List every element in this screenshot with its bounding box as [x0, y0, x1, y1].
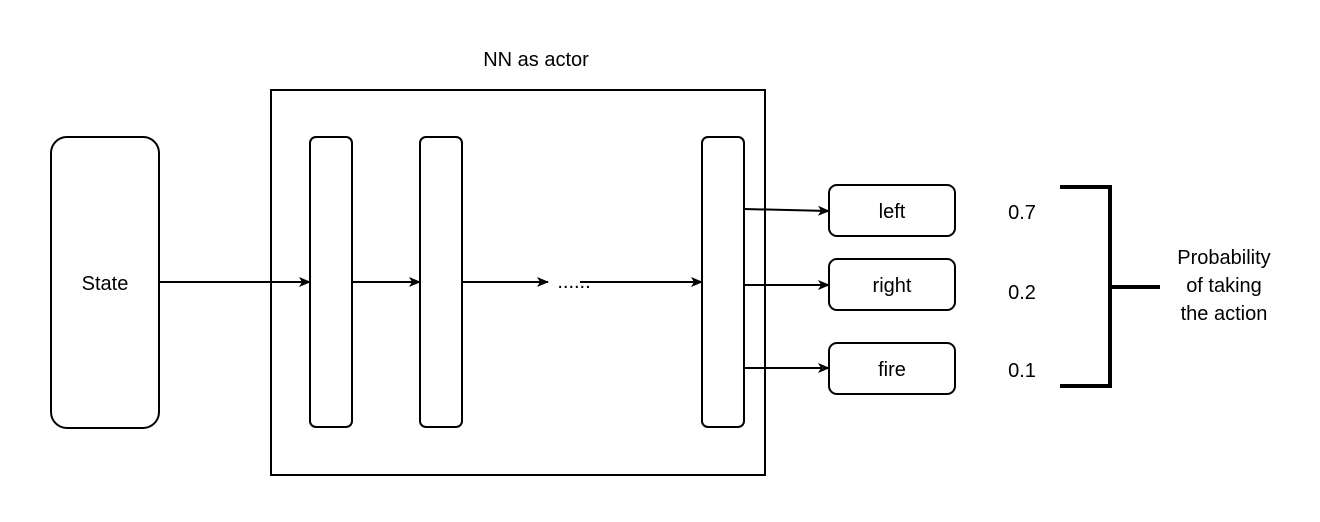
action-fire-box: [828, 342, 956, 395]
state-label: State: [82, 273, 129, 295]
action-left-label: left: [879, 201, 906, 223]
probability-left: 0.7: [1008, 202, 1036, 224]
output-to-left-arrow: [743, 205, 830, 216]
action-right-box: [828, 258, 956, 311]
output-layer: [701, 136, 745, 428]
action-right-label: right: [873, 275, 912, 297]
probability-right: 0.2: [1008, 282, 1036, 304]
action-fire-label: fire: [878, 359, 906, 381]
bracket-label-line-2: of taking: [1186, 275, 1262, 297]
bracket-label-line-3: the action: [1181, 303, 1268, 325]
network-title: NN as actor: [483, 49, 589, 71]
hidden-layers-ellipsis: ......: [557, 271, 590, 293]
action-left-box: [828, 184, 956, 237]
layer-1: [309, 136, 353, 428]
probability-bracket: [1060, 185, 1112, 388]
bracket-label-line-1: Probability: [1177, 247, 1270, 269]
probability-fire: 0.1: [1008, 360, 1036, 382]
layer-2: [419, 136, 463, 428]
